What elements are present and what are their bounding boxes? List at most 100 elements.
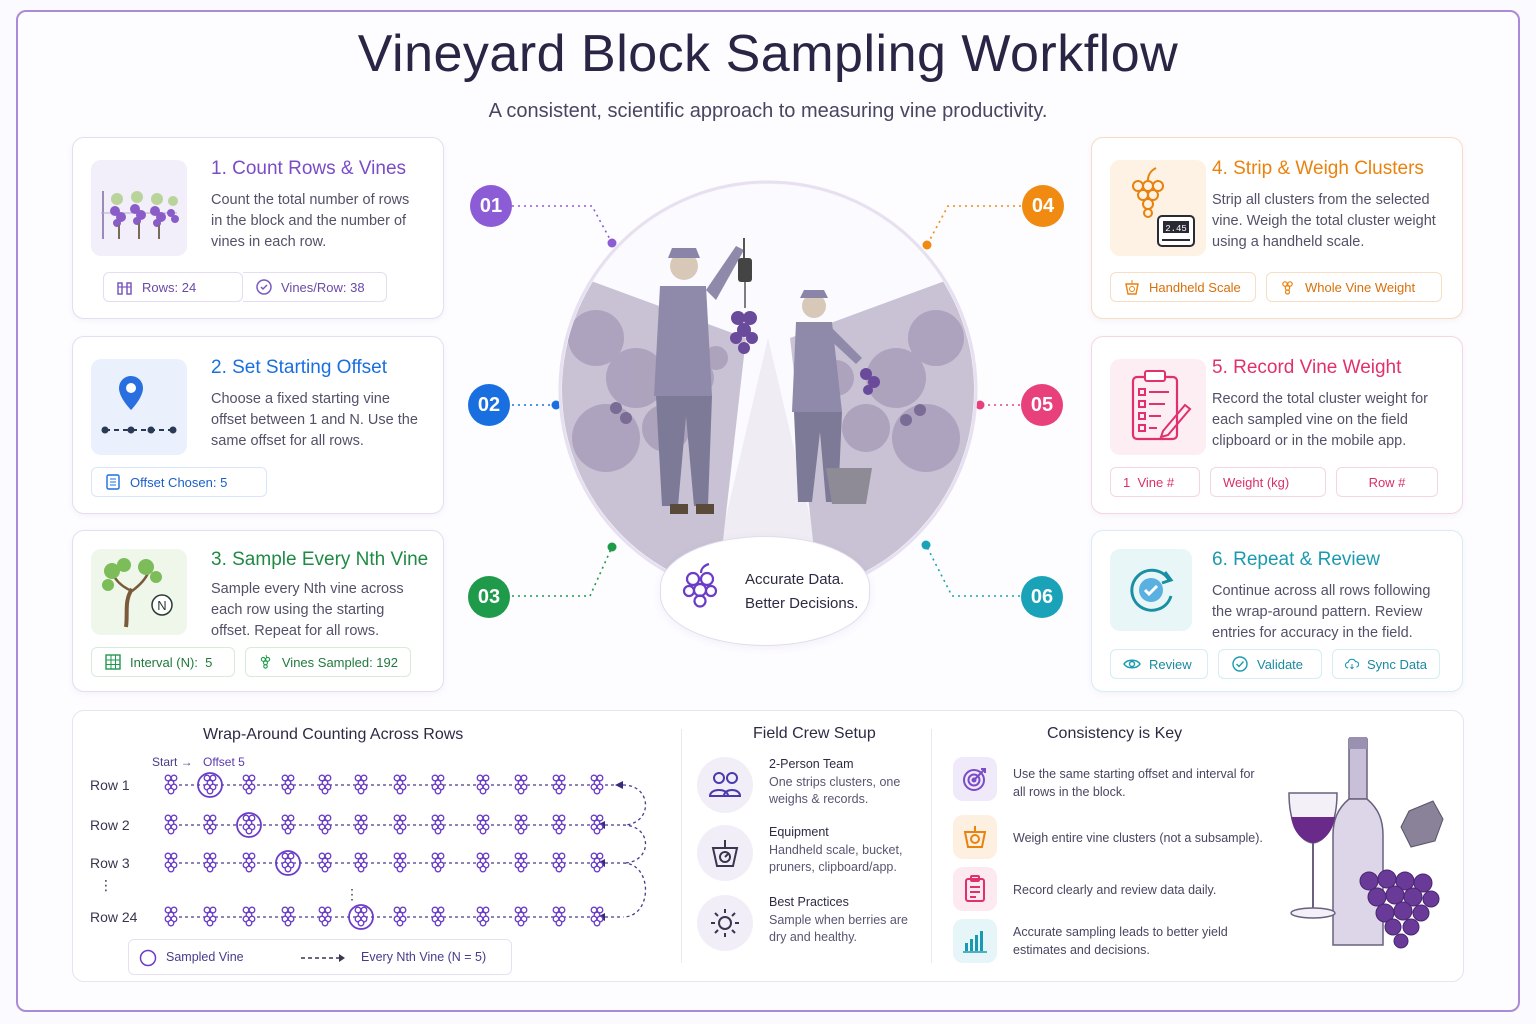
vine-grape-icon <box>514 774 528 795</box>
consistency-text: Record clearly and review data daily. <box>1013 883 1217 897</box>
step-description: Count the total number of rows in the bl… <box>211 192 410 250</box>
step-title: 3. Sample Every Nth Vine <box>211 549 429 570</box>
page-subtitle: A consistent, scientific approach to mea… <box>488 100 1048 122</box>
grape-icon <box>260 654 271 669</box>
sampled-vine-marker <box>197 772 223 798</box>
svg-text:N: N <box>157 598 166 613</box>
counter-icon <box>256 279 272 295</box>
sampled-vine-marker <box>348 904 374 930</box>
list-icon <box>106 474 120 490</box>
vine-grape-icon <box>590 852 604 873</box>
vine-grape-icon <box>552 906 566 927</box>
consistency-text: Accurate sampling leads to better yield … <box>1013 925 1228 957</box>
button-label: Sync Data <box>1367 656 1427 672</box>
bar-chart-icon <box>953 919 997 963</box>
setup-item-practices: Best Practices Sample when berries are d… <box>697 895 927 955</box>
legend-nth-label: Every Nth Vine (N = 5) <box>361 950 487 964</box>
row-label: Row 3 <box>90 855 130 871</box>
team-icon <box>697 757 753 813</box>
review-button[interactable]: Review <box>1110 649 1208 679</box>
start-label: Start → <box>152 755 193 769</box>
sampled-vine-marker <box>275 850 301 876</box>
sync-data-button[interactable]: Sync Data <box>1332 649 1440 679</box>
vine-grape-icon <box>514 814 528 835</box>
setup-item-desc: Sample when berries are dry and healthy. <box>769 913 908 944</box>
vine-grape-icon <box>431 852 445 873</box>
row-number-field[interactable]: Row # <box>1336 467 1438 497</box>
validate-button[interactable]: Validate <box>1218 649 1322 679</box>
handheld-scale-chip: Handheld Scale <box>1110 272 1256 302</box>
vine-grape-icon <box>281 814 295 835</box>
vine-grape-icon <box>431 906 445 927</box>
wrap-around-diagram: ⋮ <box>164 772 647 930</box>
vine-grape-icon <box>552 814 566 835</box>
offset-label: Offset 5 <box>203 755 245 769</box>
row-label: Row 2 <box>90 817 130 833</box>
vine-grape-icon <box>318 852 332 873</box>
step-card-2: 2. Set Starting Offset Choose a fixed st… <box>72 336 444 514</box>
vine-grape-icon <box>552 774 566 795</box>
wine-grapes-illustration <box>1288 737 1444 949</box>
vine-grape-icon <box>318 774 332 795</box>
whole-vine-weight-chip: Whole Vine Weight <box>1266 272 1442 302</box>
vine-grape-icon <box>281 906 295 927</box>
chip-label: Weight (kg) <box>1223 474 1290 490</box>
divider <box>931 729 932 963</box>
vine-grape-icon <box>203 852 217 873</box>
step-badge-01: 01 <box>470 185 512 227</box>
vine-number-field[interactable]: 1 Vine # <box>1110 467 1200 497</box>
weight-field[interactable]: Weight (kg) <box>1210 467 1326 497</box>
step-badge-06: 06 <box>1021 576 1063 618</box>
chip-label: 1 Vine # <box>1123 474 1175 490</box>
bottom-panel: Wrap-Around Counting Across Rows Start →… <box>72 710 1464 982</box>
row-ellipsis-dots: ⋮ <box>345 886 359 902</box>
target-icon <box>953 757 997 801</box>
vine-grape-icon <box>514 906 528 927</box>
consistency-item: Record clearly and review data daily. <box>953 867 1273 913</box>
legend-sampled-label: Sampled Vine <box>166 950 244 964</box>
vine-grape-icon <box>281 852 295 873</box>
vine-grape-icon <box>354 852 368 873</box>
step-badge-04: 04 <box>1022 185 1064 227</box>
vine-grape-icon <box>281 774 295 795</box>
vine-grape-icon <box>476 906 490 927</box>
vine-n-illustration: N <box>91 549 187 635</box>
step-card-5: 5. Record Vine Weight Record the total c… <box>1091 336 1463 514</box>
vine-grape-icon <box>476 814 490 835</box>
step-title: 5. Record Vine Weight <box>1212 357 1402 378</box>
setup-item-team: 2-Person Team One strips clusters, one w… <box>697 757 927 817</box>
vine-grape-icon <box>393 814 407 835</box>
vines-sampled-chip: Vines Sampled: 192 <box>245 647 411 677</box>
step-description: Continue across all rows following the w… <box>1212 583 1431 641</box>
step-badge-05: 05 <box>1021 384 1063 426</box>
vine-grape-icon <box>393 852 407 873</box>
divider <box>681 729 682 963</box>
row-label: Row 1 <box>90 777 130 793</box>
vine-grape-icon <box>164 852 178 873</box>
setup-section-title: Field Crew Setup <box>753 725 876 742</box>
vine-grape-icon <box>203 906 217 927</box>
step-description: Strip all clusters from the selected vin… <box>1212 192 1436 250</box>
vine-grape-icon <box>393 774 407 795</box>
vine-grape-icon <box>242 906 256 927</box>
interval-chip: Interval (N): 5 <box>91 647 235 677</box>
wrap-curve <box>622 784 647 826</box>
button-label: Review <box>1149 656 1192 672</box>
step-card-4: 2.45 4. Strip & Weigh Clusters Strip all… <box>1091 137 1463 319</box>
offset-chosen-chip: Offset Chosen: 5 <box>91 467 267 497</box>
chip-label: Row # <box>1368 474 1406 490</box>
vine-grape-icon <box>590 774 604 795</box>
vine-grape-icon <box>476 852 490 873</box>
step-badge-03: 03 <box>468 576 510 618</box>
setup-item-equipment: Equipment Handheld scale, bucket, pruner… <box>697 825 927 885</box>
step-card-3: N 3. Sample Every Nth Vine Sample every … <box>72 530 444 692</box>
step-badge-02: 02 <box>468 384 510 426</box>
setup-item-title: 2-Person Team <box>769 757 854 771</box>
setup-item-title: Best Practices <box>769 895 849 909</box>
grape-icon <box>1282 281 1293 295</box>
vine-grape-icon <box>476 774 490 795</box>
vine-grape-icon <box>242 852 256 873</box>
chip-label: Vines Sampled: 192 <box>281 654 398 670</box>
vine-grape-icon <box>590 906 604 927</box>
